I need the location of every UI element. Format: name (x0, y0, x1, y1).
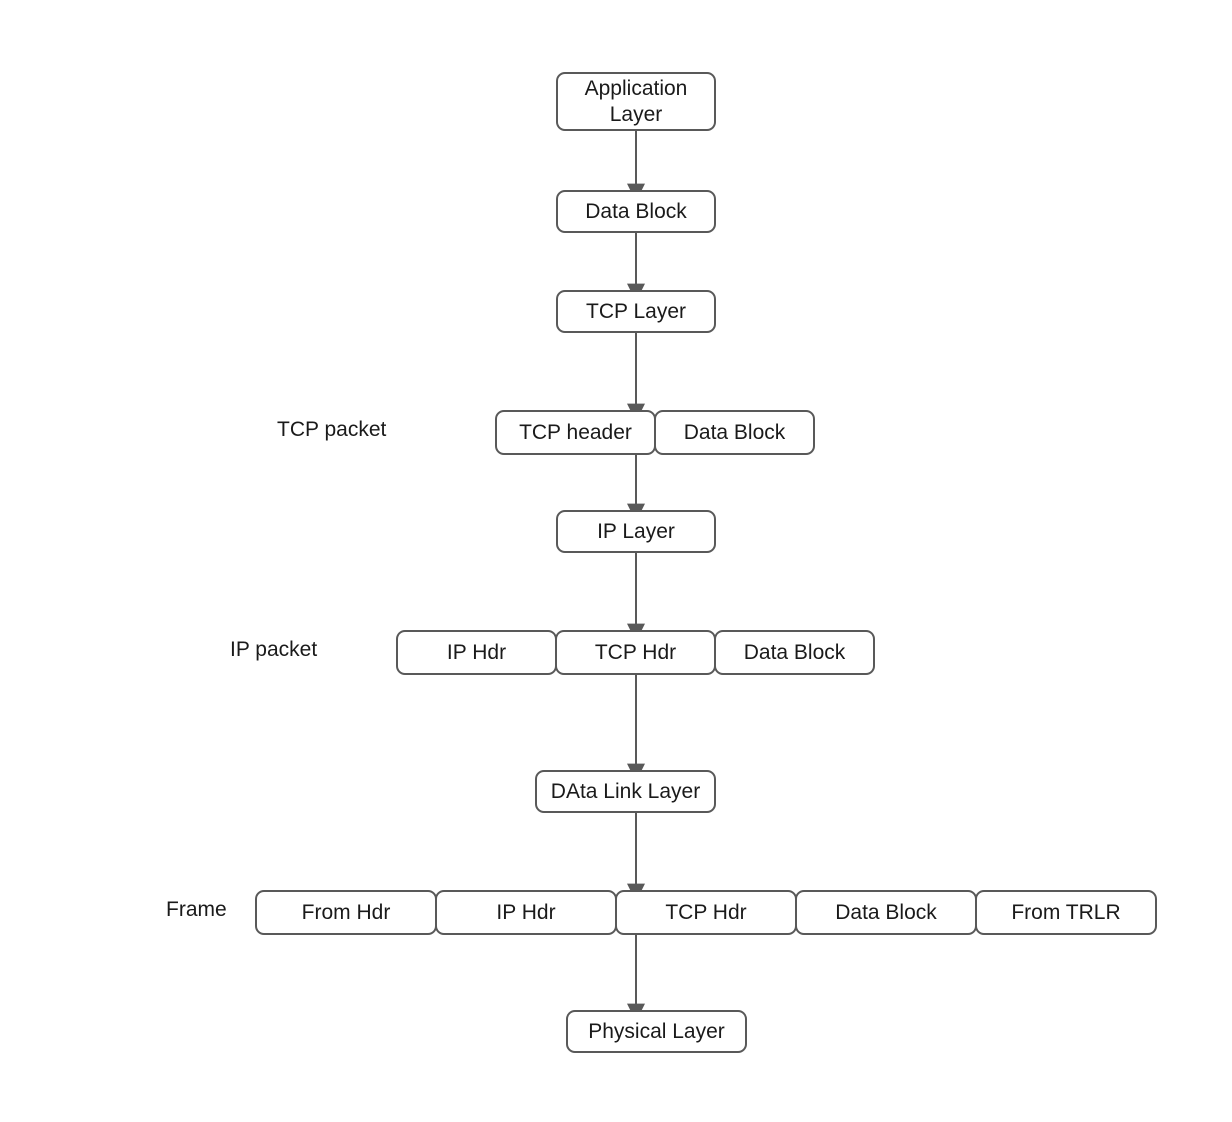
packet-row-frame: From Hdr IP Hdr TCP Hdr Data Block From … (255, 890, 1157, 935)
row-label-ip-packet: IP packet (230, 638, 318, 661)
packet-row-ip-packet: IP Hdr TCP Hdr Data Block (396, 630, 876, 675)
node-physical-layer[interactable]: Physical Layer (566, 1010, 747, 1053)
segment-from-hdr[interactable]: From Hdr (255, 890, 437, 935)
segment-tcp-hdr[interactable]: TCP Hdr (555, 630, 716, 675)
node-data-link-layer[interactable]: DAta Link Layer (535, 770, 716, 813)
packet-row-tcp-packet: TCP header Data Block (495, 410, 817, 455)
node-tcp-layer[interactable]: TCP Layer (556, 290, 716, 333)
node-ip-layer[interactable]: IP Layer (556, 510, 716, 553)
segment-data-block[interactable]: Data Block (654, 410, 815, 455)
row-label-tcp-packet: TCP packet (277, 418, 387, 441)
row-label-frame: Frame (166, 898, 227, 921)
segment-data-block[interactable]: Data Block (714, 630, 875, 675)
segment-ip-hdr[interactable]: IP Hdr (435, 890, 617, 935)
segment-tcp-hdr[interactable]: TCP Hdr (615, 890, 797, 935)
segment-ip-hdr[interactable]: IP Hdr (396, 630, 557, 675)
node-application-layer[interactable]: Application Layer (556, 72, 716, 131)
node-data-block[interactable]: Data Block (556, 190, 716, 233)
segment-from-trlr[interactable]: From TRLR (975, 890, 1157, 935)
segment-tcp-header[interactable]: TCP header (495, 410, 656, 455)
segment-data-block[interactable]: Data Block (795, 890, 977, 935)
